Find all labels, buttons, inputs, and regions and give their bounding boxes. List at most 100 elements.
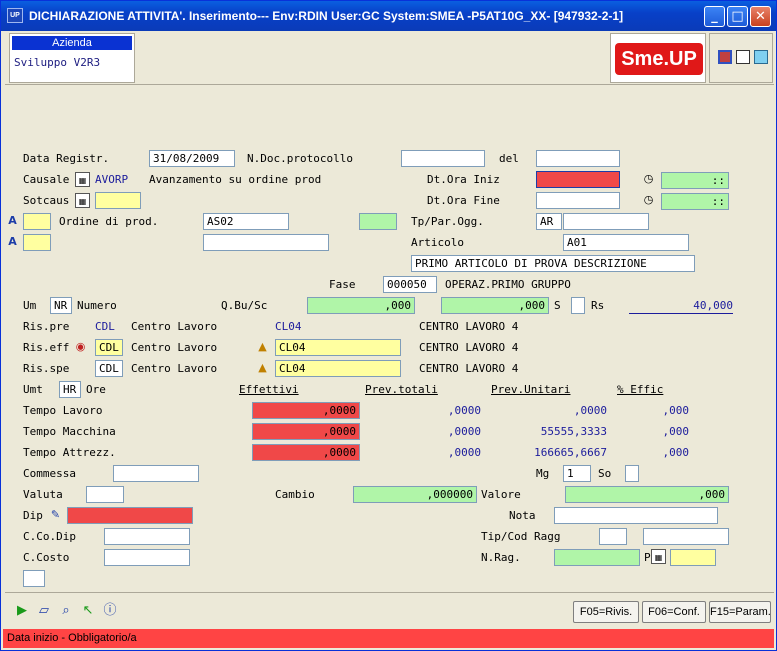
warning-icon: ▲ [258,340,267,353]
time-row-effic: ,000 [662,446,690,459]
causale-label: Causale [23,173,70,186]
f06-button[interactable]: F06=Conf. [642,601,706,623]
lookup-icon[interactable]: ▦ [75,172,90,187]
f05-button[interactable]: F05=Rivis. [573,601,639,623]
bottom-checkbox[interactable] [23,570,45,587]
riseff-code-field[interactable]: CDL [95,339,123,356]
um-desc: Numero [77,299,117,312]
time-row-label: Tempo Lavoro [23,404,103,417]
rs-underline [629,313,733,314]
articolo-field[interactable]: A01 [563,234,689,251]
ccosto-field[interactable] [104,549,190,566]
data-registr-field[interactable]: 31/08/2009 [149,150,235,167]
tipcod1-field[interactable] [599,528,627,545]
clock-icon[interactable]: ◷ [643,172,654,185]
secondary-prefix-field[interactable] [23,234,51,251]
risspe-value-desc: CENTRO LAVORO 4 [419,362,519,375]
time-row-effettivi[interactable]: ,0000 [252,423,360,440]
mg-label: Mg [536,467,550,480]
search-icon[interactable]: A [8,214,17,227]
app-icon: UP [7,8,23,23]
tppar-label: Tp/Par.Ogg. [411,215,484,228]
mg-field[interactable]: 1 [563,465,591,482]
cambio-field[interactable]: ,000000 [353,486,477,503]
magnifier-icon[interactable]: ⌕ [62,603,70,618]
header-icons [709,33,773,83]
monitor-icon[interactable] [718,50,732,64]
fase-field[interactable]: 000050 [383,276,437,293]
umt-field[interactable]: HR [59,381,81,398]
fase-desc: OPERAZ.PRIMO GRUPPO [445,278,571,291]
p-field[interactable] [670,549,716,566]
minimize-button[interactable]: _ [704,6,725,27]
title-bar: UP DICHIARAZIONE ATTIVITA'. Inserimento-… [1,1,776,31]
eraser-icon[interactable]: ▱ [39,603,49,618]
info-icon[interactable]: ⓘ [103,603,117,618]
qbu-field[interactable]: ,000 [307,297,415,314]
ora-iniz-field[interactable]: :: [661,172,729,189]
col-prevtot: Prev.totali [365,383,438,396]
risspe-label: Ris.spe [23,362,70,375]
nota-field[interactable] [554,507,718,524]
nrag-field[interactable] [554,549,640,566]
smeup-logo-box: Sme.UP [610,33,706,83]
azienda-value: Sviluppo V2R3 [14,56,101,69]
valore-field[interactable]: ,000 [565,486,729,503]
time-row-prevunit: 166665,6667 [534,446,607,459]
smeup-logo: Sme.UP [615,43,703,75]
time-row-prevunit: ,0000 [573,404,607,417]
clock-icon[interactable]: ◷ [643,193,654,206]
maximize-button[interactable]: □ [727,6,748,27]
valore-label: Valore [481,488,521,501]
so-label: So [598,467,612,480]
um-field[interactable]: NR [50,297,72,314]
so-field[interactable] [625,465,639,482]
f15-button[interactable]: F15=Param. [709,601,771,623]
rispre-value: CL04 [275,320,302,333]
valuta-field[interactable] [86,486,124,503]
document-icon[interactable] [736,50,750,64]
commessa-field[interactable] [113,465,199,482]
search-icon[interactable]: A [8,235,17,248]
camera-icon[interactable]: ◉ [75,340,86,353]
arrow-icon[interactable]: ↖ [82,603,94,618]
tppar-field[interactable]: AR [536,213,562,230]
dtora-iniz-label: Dt.Ora Iniz [427,173,500,186]
del-field[interactable] [536,150,620,167]
dip-field[interactable] [67,507,193,524]
azienda-caption: Azienda [12,36,132,50]
qsc-field[interactable]: ,000 [441,297,549,314]
play-icon[interactable]: ▶ [17,603,27,618]
ordine-prefix-field[interactable] [23,213,51,230]
tipcod2-field[interactable] [643,528,729,545]
secondary-field[interactable] [203,234,329,251]
ora-fine-field[interactable]: :: [661,193,729,210]
riseff-label: Ris.eff [23,341,70,354]
header: Azienda Sviluppo V2R3 Sme.UP [5,31,774,85]
sotcaus-field[interactable] [95,192,141,209]
close-button[interactable]: ✕ [750,6,771,27]
um-label: Um [23,299,37,312]
s-checkbox[interactable] [571,297,585,314]
time-row-effettivi[interactable]: ,0000 [252,402,360,419]
ndoc-label: N.Doc.protocollo [247,152,353,165]
lookup-icon[interactable]: ▦ [75,193,90,208]
del-label: del [499,152,519,165]
rispre-value-desc: CENTRO LAVORO 4 [419,320,519,333]
risspe-value-field[interactable]: CL04 [275,360,401,377]
tppar2-field[interactable] [563,213,649,230]
dtora-iniz-field[interactable] [536,171,620,188]
time-row-effettivi[interactable]: ,0000 [252,444,360,461]
ordine-field[interactable]: AS02 [203,213,289,230]
ccodip-field[interactable] [104,528,190,545]
ndoc-field[interactable] [401,150,485,167]
pencil-icon[interactable]: ✎ [50,508,61,521]
dtora-fine-field[interactable] [536,192,620,209]
riseff-value-field[interactable]: CL04 [275,339,401,356]
lookup-icon[interactable]: ▦ [651,549,666,564]
nrag-label: N.Rag. [481,551,521,564]
cube-icon[interactable] [754,50,768,64]
ordine-extra-field[interactable] [359,213,397,230]
risspe-code-field[interactable]: CDL [95,360,123,377]
